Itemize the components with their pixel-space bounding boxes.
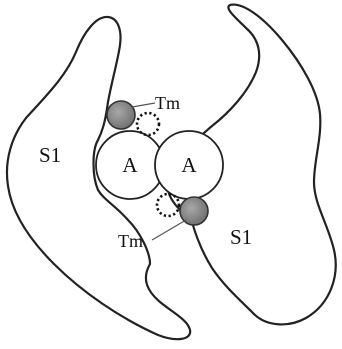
tropomyosin-bottom-filled — [179, 196, 209, 226]
tm-top-leader — [131, 102, 156, 108]
actin-right-label: A — [181, 153, 197, 177]
tropomyosin-bottom-dotted — [155, 192, 181, 218]
actin-left-label: A — [122, 153, 138, 177]
s1-right-outline — [165, 3, 337, 326]
tm-bottom-leader — [151, 219, 187, 241]
tm-bottom-label: Tm — [118, 231, 143, 251]
tm-top-label: Tm — [155, 93, 180, 113]
s1-right-label: S1 — [230, 225, 252, 249]
s1-left-outline — [5, 15, 192, 341]
s1-left-label: S1 — [39, 143, 61, 167]
tropomyosin-top-filled — [106, 100, 136, 130]
tropomyosin-top-dotted — [135, 111, 161, 137]
